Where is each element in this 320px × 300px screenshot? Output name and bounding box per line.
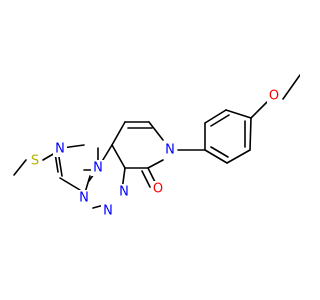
atom-label-carbonyl-oxygen: O — [153, 182, 163, 197]
atom-label-sulfur: S — [31, 154, 39, 169]
atom-label-pyridone-nitrogen: N — [165, 143, 175, 158]
atom-label-methoxy-oxygen: O — [269, 89, 279, 104]
atom-label-triazole-top-nitrogen: N — [55, 142, 65, 157]
atom-label-triazole-bottom-nitrogen: N — [79, 191, 89, 206]
atom-label-triazine-nitrogen-1: N — [103, 204, 113, 219]
molecule-structure: O N O N N S N N N — [13, 74, 300, 219]
atom-label-triazole-bridge-nitrogen: N — [93, 161, 103, 176]
atom-label-triazine-nitrogen-2: N — [119, 185, 129, 200]
atom-labels: O N O N N S N N N — [28, 88, 281, 219]
